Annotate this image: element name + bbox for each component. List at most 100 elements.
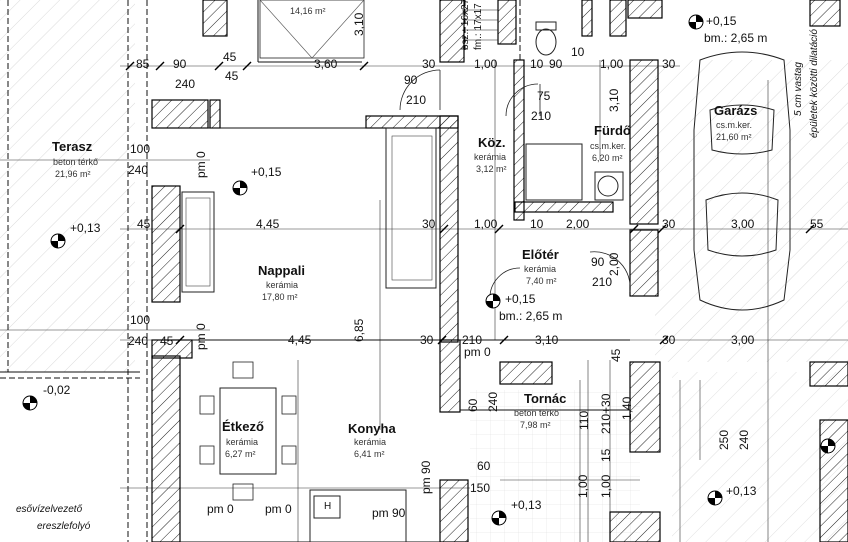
garazs-material: cs.m.ker. — [716, 120, 753, 130]
dim-300a: 3,00 — [731, 217, 755, 231]
nappali-name: Nappali — [258, 263, 305, 278]
konyha-name: Konyha — [348, 421, 396, 436]
right-yard-hatch — [672, 372, 848, 542]
etkezo-area: 6,27 m² — [225, 449, 256, 459]
dim-55: 55 — [810, 217, 824, 231]
dim-21030-v: 210+30 — [599, 393, 613, 434]
dim-45-v: 45 — [609, 348, 623, 362]
dim-30c: 30 — [422, 217, 436, 231]
dim-10a: 10 — [530, 57, 544, 71]
dim-45c: 45 — [137, 217, 151, 231]
dim-30f: 30 — [662, 333, 676, 347]
koz-material: kerámia — [474, 152, 507, 162]
gutter-note-1: esővízelvezető — [16, 504, 83, 515]
dim-445b: 4,45 — [288, 333, 312, 347]
dim-240c: 240 — [128, 334, 149, 348]
level-markers — [22, 14, 836, 526]
pm90-left: pm 90 — [419, 460, 433, 494]
chairs — [199, 361, 297, 501]
dim-310-furdo: 3,10 — [607, 88, 621, 112]
dim-210a: 210 — [406, 93, 427, 107]
dim-310a: 3,10 — [535, 333, 559, 347]
dining-table — [219, 387, 277, 475]
dim-10c: 10 — [530, 217, 544, 231]
dim-240-v2: 240 — [737, 429, 751, 450]
dim-10b: 10 — [571, 45, 585, 59]
hob-label: H — [324, 501, 332, 512]
stair-note-b: fm.: 17x17 — [473, 3, 484, 50]
washbasin — [597, 175, 619, 197]
tornac-material: beton térkő — [514, 408, 560, 418]
pm0-mid: pm 0 — [194, 323, 208, 350]
car-outline — [693, 51, 791, 311]
dimension-lines — [0, 60, 848, 542]
tv-unit — [181, 191, 215, 293]
dim-15-v: 15 — [599, 448, 613, 462]
gutter-note-2: ereszlefolyó — [37, 521, 91, 532]
bm-eloter: bm.: 2,65 m — [499, 309, 563, 323]
dim-60: 60 — [477, 459, 491, 473]
eloter-area: 7,40 m² — [526, 276, 557, 286]
dimension-ticks — [125, 61, 815, 345]
dim-30e: 30 — [420, 333, 434, 347]
dim-100d: 1,00 — [474, 217, 498, 231]
level-nappali: +0,15 — [251, 165, 282, 179]
dim-90c: 90 — [549, 57, 563, 71]
furdo-material: cs.m.ker. — [590, 141, 627, 151]
dim-45d: 45 — [160, 334, 174, 348]
stair-note-a: bsz.: 16x27 — [460, 0, 471, 50]
garazs-name: Garázs — [714, 103, 758, 118]
dim-85: 85 — [136, 57, 150, 71]
pm0-dining: pm 0 — [207, 502, 234, 516]
dim-100a: 1,00 — [474, 57, 498, 71]
dim-685: 6,85 — [352, 318, 366, 342]
dim-310-top: 3,10 — [352, 12, 366, 36]
konyha-material: kerámia — [354, 437, 387, 447]
dim-240b: 240 — [128, 163, 149, 177]
dim-200-v: 2,00 — [607, 252, 621, 276]
furdo-area: 6,20 m² — [592, 153, 623, 163]
hob — [313, 495, 341, 519]
dim-210d: 210 — [462, 333, 483, 347]
etkezo-material: kerámia — [226, 437, 259, 447]
dim-90a: 90 — [173, 57, 187, 71]
dim-30d: 30 — [662, 217, 676, 231]
dim-240a: 240 — [175, 77, 196, 91]
door-swings — [399, 69, 631, 301]
terasz-area: 21,96 m² — [55, 169, 91, 179]
top-room-area: 14,16 m² — [290, 6, 326, 16]
dim-100c: 100 — [130, 142, 151, 156]
level-porch: +0,13 — [511, 498, 542, 512]
nappali-area: 17,80 m² — [262, 292, 298, 302]
dim-250-v: 250 — [717, 429, 731, 450]
dim-90b: 90 — [404, 73, 418, 87]
koz-area: 3,12 m² — [476, 164, 507, 174]
dim-45b: 45 — [225, 69, 239, 83]
dim-100e: 100 — [130, 313, 151, 327]
eloter-material: kerámia — [524, 264, 557, 274]
kitchen-counter — [309, 489, 407, 542]
nappali-material: kerámia — [266, 280, 299, 290]
bm-garage: bm.: 2,65 m — [704, 31, 768, 45]
dim-300b: 3,00 — [731, 333, 755, 347]
walls — [151, 0, 848, 542]
level-right: +0,13 — [726, 484, 757, 498]
dim-30b: 30 — [662, 57, 676, 71]
dim-150: 150 — [470, 481, 491, 495]
dim-360: 3,60 — [314, 57, 338, 71]
dilation-note-b: épületek közötti dilatáció — [809, 29, 820, 138]
dim-75: 75 — [537, 89, 551, 103]
dim-100b: 1,00 — [600, 57, 624, 71]
stair — [466, 9, 498, 41]
dim-140-v: 1,40 — [620, 396, 634, 420]
dim-30a: 30 — [422, 57, 436, 71]
tornac-area: 7,98 m² — [520, 420, 551, 430]
level-terasz: +0,13 — [70, 221, 101, 235]
konyha-area: 6,41 m² — [354, 449, 385, 459]
level-garage: +0,15 — [706, 14, 737, 28]
bathtub — [525, 143, 583, 201]
dim-110-v: 110 — [577, 410, 591, 430]
terrace-hatch — [0, 0, 135, 372]
dim-445a: 4,45 — [256, 217, 280, 231]
